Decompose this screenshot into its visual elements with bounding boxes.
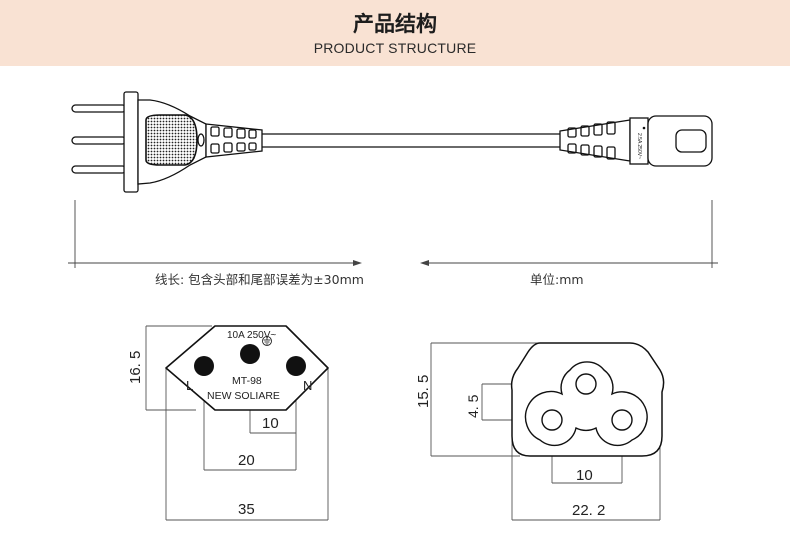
plug-pin-earth — [240, 344, 260, 364]
length-dimension — [68, 200, 718, 268]
connector-height-dim: 15. 5 — [415, 375, 432, 408]
connector-hole-left — [541, 409, 563, 431]
connector-hole-right — [611, 409, 633, 431]
connector-head — [647, 115, 713, 167]
plug-brand-label: NEW SOLIARE — [207, 390, 280, 402]
plug-pin-left-label: L — [186, 378, 193, 393]
connector-strain-relief — [559, 119, 631, 162]
connector-pitch-dim: 10 — [576, 467, 593, 484]
connector-hole-top — [575, 373, 597, 395]
plug-face-outline — [165, 325, 329, 411]
header-banner: 产品结构 PRODUCT STRUCTURE — [0, 0, 790, 66]
connector-face-view: 15. 5 4. 5 10 22. 2 — [415, 342, 665, 521]
plug-pins — [71, 104, 127, 174]
plug-model-label: MT-98 — [232, 375, 262, 387]
page-subtitle: PRODUCT STRUCTURE — [313, 40, 477, 56]
plug-strain-relief — [205, 123, 263, 158]
plug-pin-right-label: N — [303, 378, 312, 393]
plug-grip — [145, 114, 198, 166]
plug-pitch-dim: 10 — [262, 415, 279, 432]
cable-wire — [262, 133, 560, 148]
earth-icon — [262, 336, 272, 346]
unit-label: 单位:mm — [530, 272, 584, 287]
connector-offset-dim: 4. 5 — [465, 394, 481, 418]
plug-rating-label: 10A 250V~ — [227, 330, 276, 341]
plug-base — [123, 91, 139, 193]
connector-width-dim: 22. 2 — [572, 502, 605, 519]
plug-height-dim: 16. 5 — [127, 351, 144, 384]
length-note: 线长: 包含头部和尾部误差为±30mm — [155, 272, 364, 287]
plug-pin-right — [286, 356, 306, 376]
page-title: 产品结构 — [353, 12, 437, 36]
plug-face-view: 10A 250V~ MT-98 NEW SOLIARE L N 16. 5 10… — [127, 325, 329, 521]
connector-rating-label: 2.5A 250V~ — [636, 133, 642, 159]
plug-width-dim: 35 — [238, 501, 255, 518]
cable-side-view — [71, 91, 713, 193]
plug-outer-pins-dim: 20 — [238, 452, 255, 469]
plug-pin-left — [194, 356, 214, 376]
